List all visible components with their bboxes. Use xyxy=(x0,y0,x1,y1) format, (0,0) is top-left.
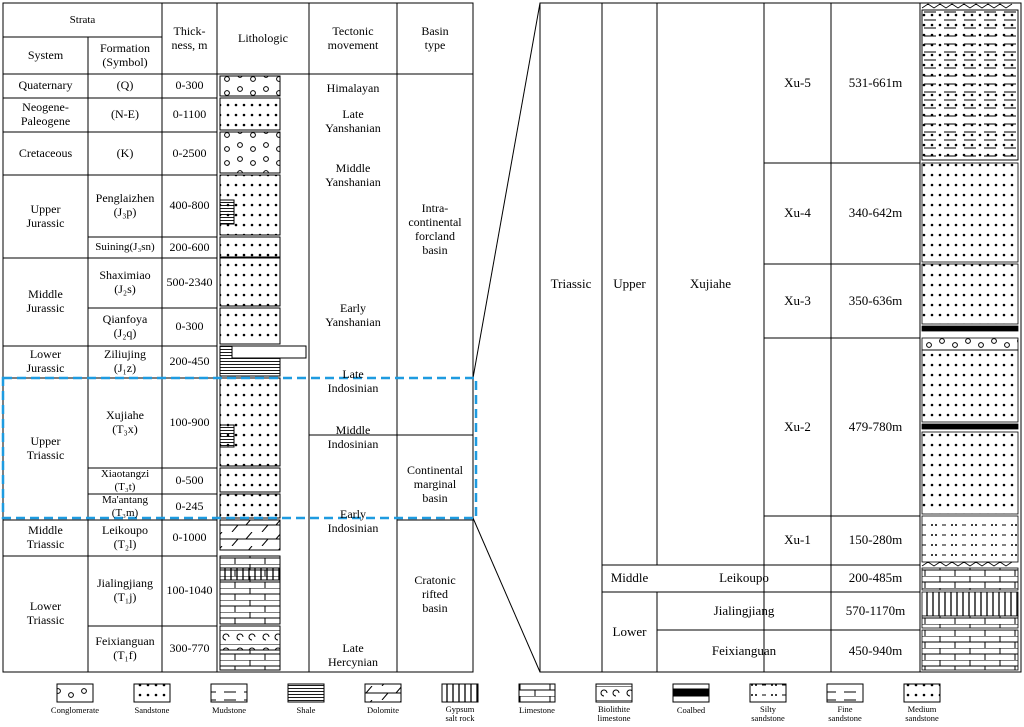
header-basin: Basin type xyxy=(421,23,449,52)
header-tectonic: Tectonic movement xyxy=(327,23,379,52)
thickness-cell: 0-1100 xyxy=(172,107,207,122)
formation-cell: Qianfoya (J₂q) xyxy=(102,312,148,340)
tectonic-label: Himalayan xyxy=(326,81,380,96)
system-cell: Neogene- Paleogene xyxy=(20,100,71,128)
formation-cell: Suining(J₃sn) xyxy=(95,241,155,254)
legend-label-dolomite: Dolomite xyxy=(366,705,400,715)
thickness-cell: 300-770 xyxy=(169,641,210,656)
legend-label-limestone: Limestone xyxy=(519,705,555,715)
legend-label-conglomerate: Conglomerate xyxy=(50,705,100,715)
formation-cell: (K) xyxy=(116,145,134,160)
tectonic-label: Early Yanshanian xyxy=(325,301,381,329)
right-series-middle: Middle xyxy=(610,570,649,586)
legend-label-medium-sandstone: Medium sandstone xyxy=(905,704,939,724)
legend-label-fine-sandstone: Fine sandstone xyxy=(828,704,862,724)
member-thickness: 150-280m xyxy=(848,532,903,548)
thickness-cell: 500-2340 xyxy=(166,275,213,290)
legend-label-silty-sandstone: Silty sandstone xyxy=(751,704,785,724)
system-cell: Middle Triassic xyxy=(26,523,65,551)
member-name: Xu-3 xyxy=(784,292,811,308)
thickness-cell: 0-300 xyxy=(175,319,204,334)
right-series-lower: Lower xyxy=(612,623,647,639)
system-cell: Middle Jurassic xyxy=(26,287,65,315)
formation-cell: Penglaizhen (J₃p) xyxy=(95,191,155,219)
thickness-cell: 100-900 xyxy=(169,415,210,430)
header-lithologic: Lithologic xyxy=(238,30,288,45)
header-strata: Strata xyxy=(69,13,96,26)
formation-cell: Xiaotangzi (T₃t) xyxy=(100,468,150,493)
thickness-cell: 0-500 xyxy=(175,473,204,488)
tectonic-label: Late Yanshanian xyxy=(325,107,381,135)
formation-cell: Jialingjiang (T₁j) xyxy=(97,576,153,604)
thickness-cell: 0-2500 xyxy=(172,145,207,160)
member-name: Xu-5 xyxy=(784,74,811,90)
tectonic-label: Middle Indosinian xyxy=(327,423,379,451)
right-system-triassic: Triassic xyxy=(550,275,592,291)
legend-label-gypsum: Gypsum salt rock xyxy=(445,704,475,724)
thickness-cell: 0-245 xyxy=(175,499,204,514)
formation-cell: Ziliujing (J₁z) xyxy=(104,347,146,375)
tectonic-label: Middle Yanshanian xyxy=(325,161,381,189)
right-series-upper: Upper xyxy=(613,275,646,291)
basin-label: Continental marginal basin xyxy=(407,463,463,505)
tectonic-label: Early Indosinian xyxy=(327,507,379,535)
formation-cell: (Q) xyxy=(116,78,134,93)
member-thickness: 350-636m xyxy=(848,292,903,308)
thickness-cell: 200-450 xyxy=(169,354,210,369)
member-name: Xu-1 xyxy=(784,532,811,548)
thickness-cell: 200-600 xyxy=(169,239,210,254)
right-formation-xujiahe: Xujiahe xyxy=(689,275,732,291)
member-thickness: 479-780m xyxy=(848,418,903,434)
thickness-cell: 100-1040 xyxy=(166,583,213,598)
header-system: System xyxy=(27,47,64,62)
right-formation-leikoupo: Leikoupo xyxy=(719,570,769,586)
member-name: Xu-4 xyxy=(784,205,811,221)
right-formation-feixianguan: Feixianguan xyxy=(711,642,777,658)
system-cell: Cretaceous xyxy=(18,145,73,160)
legend-label-sandstone: Sandstone xyxy=(134,705,170,715)
legend-label-biolithite: Biolithite limestone xyxy=(597,704,631,724)
formation-cell: Shaximiao (J₂s) xyxy=(99,268,151,296)
system-cell: Lower Jurassic xyxy=(26,347,65,375)
jialingjiang-thickness: 570-1170m xyxy=(845,602,906,618)
legend-label-mudstone: Mudstone xyxy=(212,705,246,715)
system-cell: Upper Jurassic xyxy=(26,201,65,230)
member-thickness: 340-642m xyxy=(848,205,903,221)
system-cell: Upper Triassic xyxy=(26,434,65,462)
tectonic-label: Late Indosinian xyxy=(327,367,379,395)
member-name: Xu-2 xyxy=(784,418,811,434)
tectonic-label: Late Hercynian xyxy=(328,641,378,669)
formation-cell: Feixianguan (T₁f) xyxy=(95,634,155,662)
leikoupo-thickness: 200-485m xyxy=(848,570,903,586)
header-formation: Formation (Symbol) xyxy=(100,40,150,69)
thickness-cell: 0-1000 xyxy=(172,530,207,545)
thickness-cell: 400-800 xyxy=(169,198,210,213)
system-cell: Lower Triassic xyxy=(26,599,65,627)
system-cell: Quaternary xyxy=(18,78,73,93)
basin-label: Cratonic rifted basin xyxy=(414,573,456,615)
legend-label-shale: Shale xyxy=(296,705,316,715)
formation-cell: Xujiahe (T₃x) xyxy=(106,408,144,436)
member-thickness: 531-661m xyxy=(848,74,903,90)
basin-label: Intra- continental forcland basin xyxy=(408,201,462,257)
feixianguan-thickness: 450-940m xyxy=(848,642,903,658)
legend-label-coalbed: Coalbed xyxy=(676,705,706,715)
thickness-cell: 0-300 xyxy=(175,78,204,93)
header-thickness: Thick- ness, m xyxy=(171,23,208,52)
formation-cell: Leikoupo (T₂l) xyxy=(102,523,148,551)
formation-cell: Ma'antang (T₃m) xyxy=(102,494,148,519)
upper-triassic-highlight-box xyxy=(1,376,478,520)
right-formation-jialingjiang: Jialingjiang xyxy=(713,602,775,618)
formation-cell: (N-E) xyxy=(111,107,139,122)
